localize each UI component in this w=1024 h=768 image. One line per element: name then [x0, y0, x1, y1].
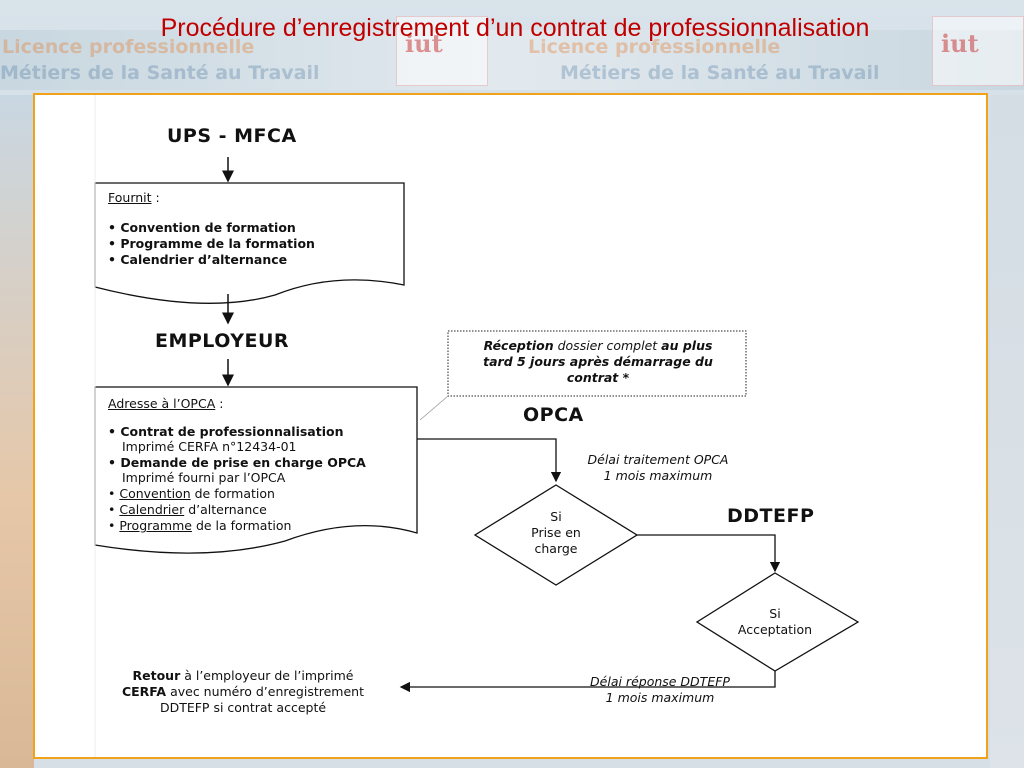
adresse-item-rest: de formation: [190, 486, 275, 501]
adresse-item: • Programme de la formation: [108, 518, 291, 534]
retour-bold: CERFA: [121, 684, 167, 699]
delai-ddtefp-line2: 1 mois maximum: [605, 690, 715, 705]
delai-ddtefp-line1: Délai réponse DDTEFP: [590, 674, 730, 689]
logo-text: iut: [405, 29, 443, 58]
reception-bold: au plus: [661, 338, 713, 353]
arrow-diamond1-to-diamond2: [637, 534, 781, 573]
fournit-heading-text: Fournit: [108, 190, 152, 205]
fournit-box: [94, 182, 405, 304]
arrow-diamond2-to-retour: [399, 671, 776, 693]
reception-bold: Réception: [483, 338, 554, 353]
adresse-heading: Adresse à l’OPCA :: [108, 396, 223, 412]
arrow-box2-to-diamond1: [417, 438, 562, 483]
delai-opca: Délai traitement OPCA 1 mois maximum: [563, 452, 753, 484]
retour-text: Retour à l’employeur de l’imprimé CERFA …: [93, 668, 393, 716]
reception-line2: tard 5 jours après démarrage du: [483, 354, 713, 369]
reception-box: [447, 330, 747, 397]
fournit-item: • Convention de formation: [108, 220, 296, 235]
delai-opca-line2: 1 mois maximum: [603, 468, 713, 483]
bullet: •: [108, 502, 120, 517]
adresse-item-sub: Imprimé fourni par l’OPCA: [122, 470, 286, 485]
retour-normal: avec numéro d’enregistrement: [166, 684, 365, 699]
retour-line1: Retour à l’employeur de l’imprimé: [93, 668, 393, 684]
fournit-heading-suffix: :: [151, 190, 160, 205]
adresse-heading-suffix: :: [215, 396, 224, 411]
adresse-item: • Contrat de professionnalisation: [108, 424, 344, 439]
retour-normal: à l’employeur de l’imprimé: [180, 668, 354, 683]
background-banner-text: Métiers de la Santé au Travail: [0, 62, 320, 84]
retour-line2: CERFA avec numéro d’enregistrement: [93, 684, 393, 700]
adresse-heading-text: Adresse à l’OPCA: [108, 396, 216, 411]
diamond2-line1: Si: [769, 606, 781, 621]
iut-logo: iut: [396, 16, 488, 86]
retour-line3: DDTEFP si contrat accepté: [159, 700, 327, 715]
diamond-acceptation-text: Si Acceptation: [725, 606, 825, 638]
flowchart-connectors: [94, 95, 860, 757]
diamond1-line1: Si: [550, 509, 562, 524]
logo-text: iut: [941, 29, 979, 58]
reception-text: Réception dossier complet au plus tard 5…: [452, 338, 744, 386]
reception-normal: dossier complet: [553, 338, 662, 353]
diagram-frame: UPS - MFCA Fournit : • Convention de for…: [33, 93, 988, 759]
delai-ddtefp: Délai réponse DDTEFP 1 mois maximum: [565, 674, 755, 706]
background-banner-text: Métiers de la Santé au Travail: [560, 62, 880, 84]
page-title: Procédure d’enregistrement d’un contrat …: [160, 14, 870, 42]
retour-bold: Retour: [132, 668, 181, 683]
fournit-item: • Programme de la formation: [108, 236, 315, 251]
diamond-prise-en-charge-text: Si Prise en charge: [506, 509, 606, 557]
employeur-label: EMPLOYEUR: [155, 330, 290, 352]
background-banner-text: Licence professionnelle: [528, 36, 781, 58]
iut-logo: iut: [932, 16, 1024, 86]
diamond2-line2: Acceptation: [737, 622, 813, 637]
adresse-item-rest: d’alternance: [184, 502, 267, 517]
background-banner-text: Licence professionnelle: [2, 36, 255, 58]
fournit-heading: Fournit :: [108, 190, 160, 206]
adresse-item-rest: de la formation: [191, 518, 292, 533]
bullet: •: [108, 486, 120, 501]
bullet: •: [108, 518, 120, 533]
adresse-item: • Convention de formation: [108, 486, 275, 502]
background-banner: [0, 30, 1024, 90]
adresse-box: [94, 386, 418, 554]
adresse-item-keyword: Programme: [119, 518, 192, 533]
background-right-strip: [990, 95, 1024, 768]
ups-mfca-label: UPS - MFCA: [167, 125, 297, 147]
diamond-prise-en-charge: [473, 484, 639, 586]
reception-line1: Réception dossier complet au plus: [452, 338, 744, 354]
background-left-strip: [0, 95, 34, 768]
diamond1-line2: Prise en: [531, 525, 581, 540]
opca-label: OPCA: [523, 404, 584, 426]
reception-line3: contrat *: [566, 370, 630, 385]
adresse-item: • Calendrier d’alternance: [108, 502, 267, 518]
reception-pointer: [419, 395, 449, 421]
adresse-item-sub: Imprimé CERFA n°12434-01: [122, 439, 297, 454]
adresse-item: • Demande de prise en charge OPCA: [108, 455, 366, 470]
fournit-item: • Calendrier d’alternance: [108, 252, 288, 267]
delai-opca-line1: Délai traitement OPCA: [587, 452, 729, 467]
diamond1-line3: charge: [534, 541, 578, 556]
adresse-item-keyword: Convention: [119, 486, 191, 501]
ddtefp-label: DDTEFP: [727, 505, 815, 527]
adresse-item-keyword: Calendrier: [119, 502, 185, 517]
